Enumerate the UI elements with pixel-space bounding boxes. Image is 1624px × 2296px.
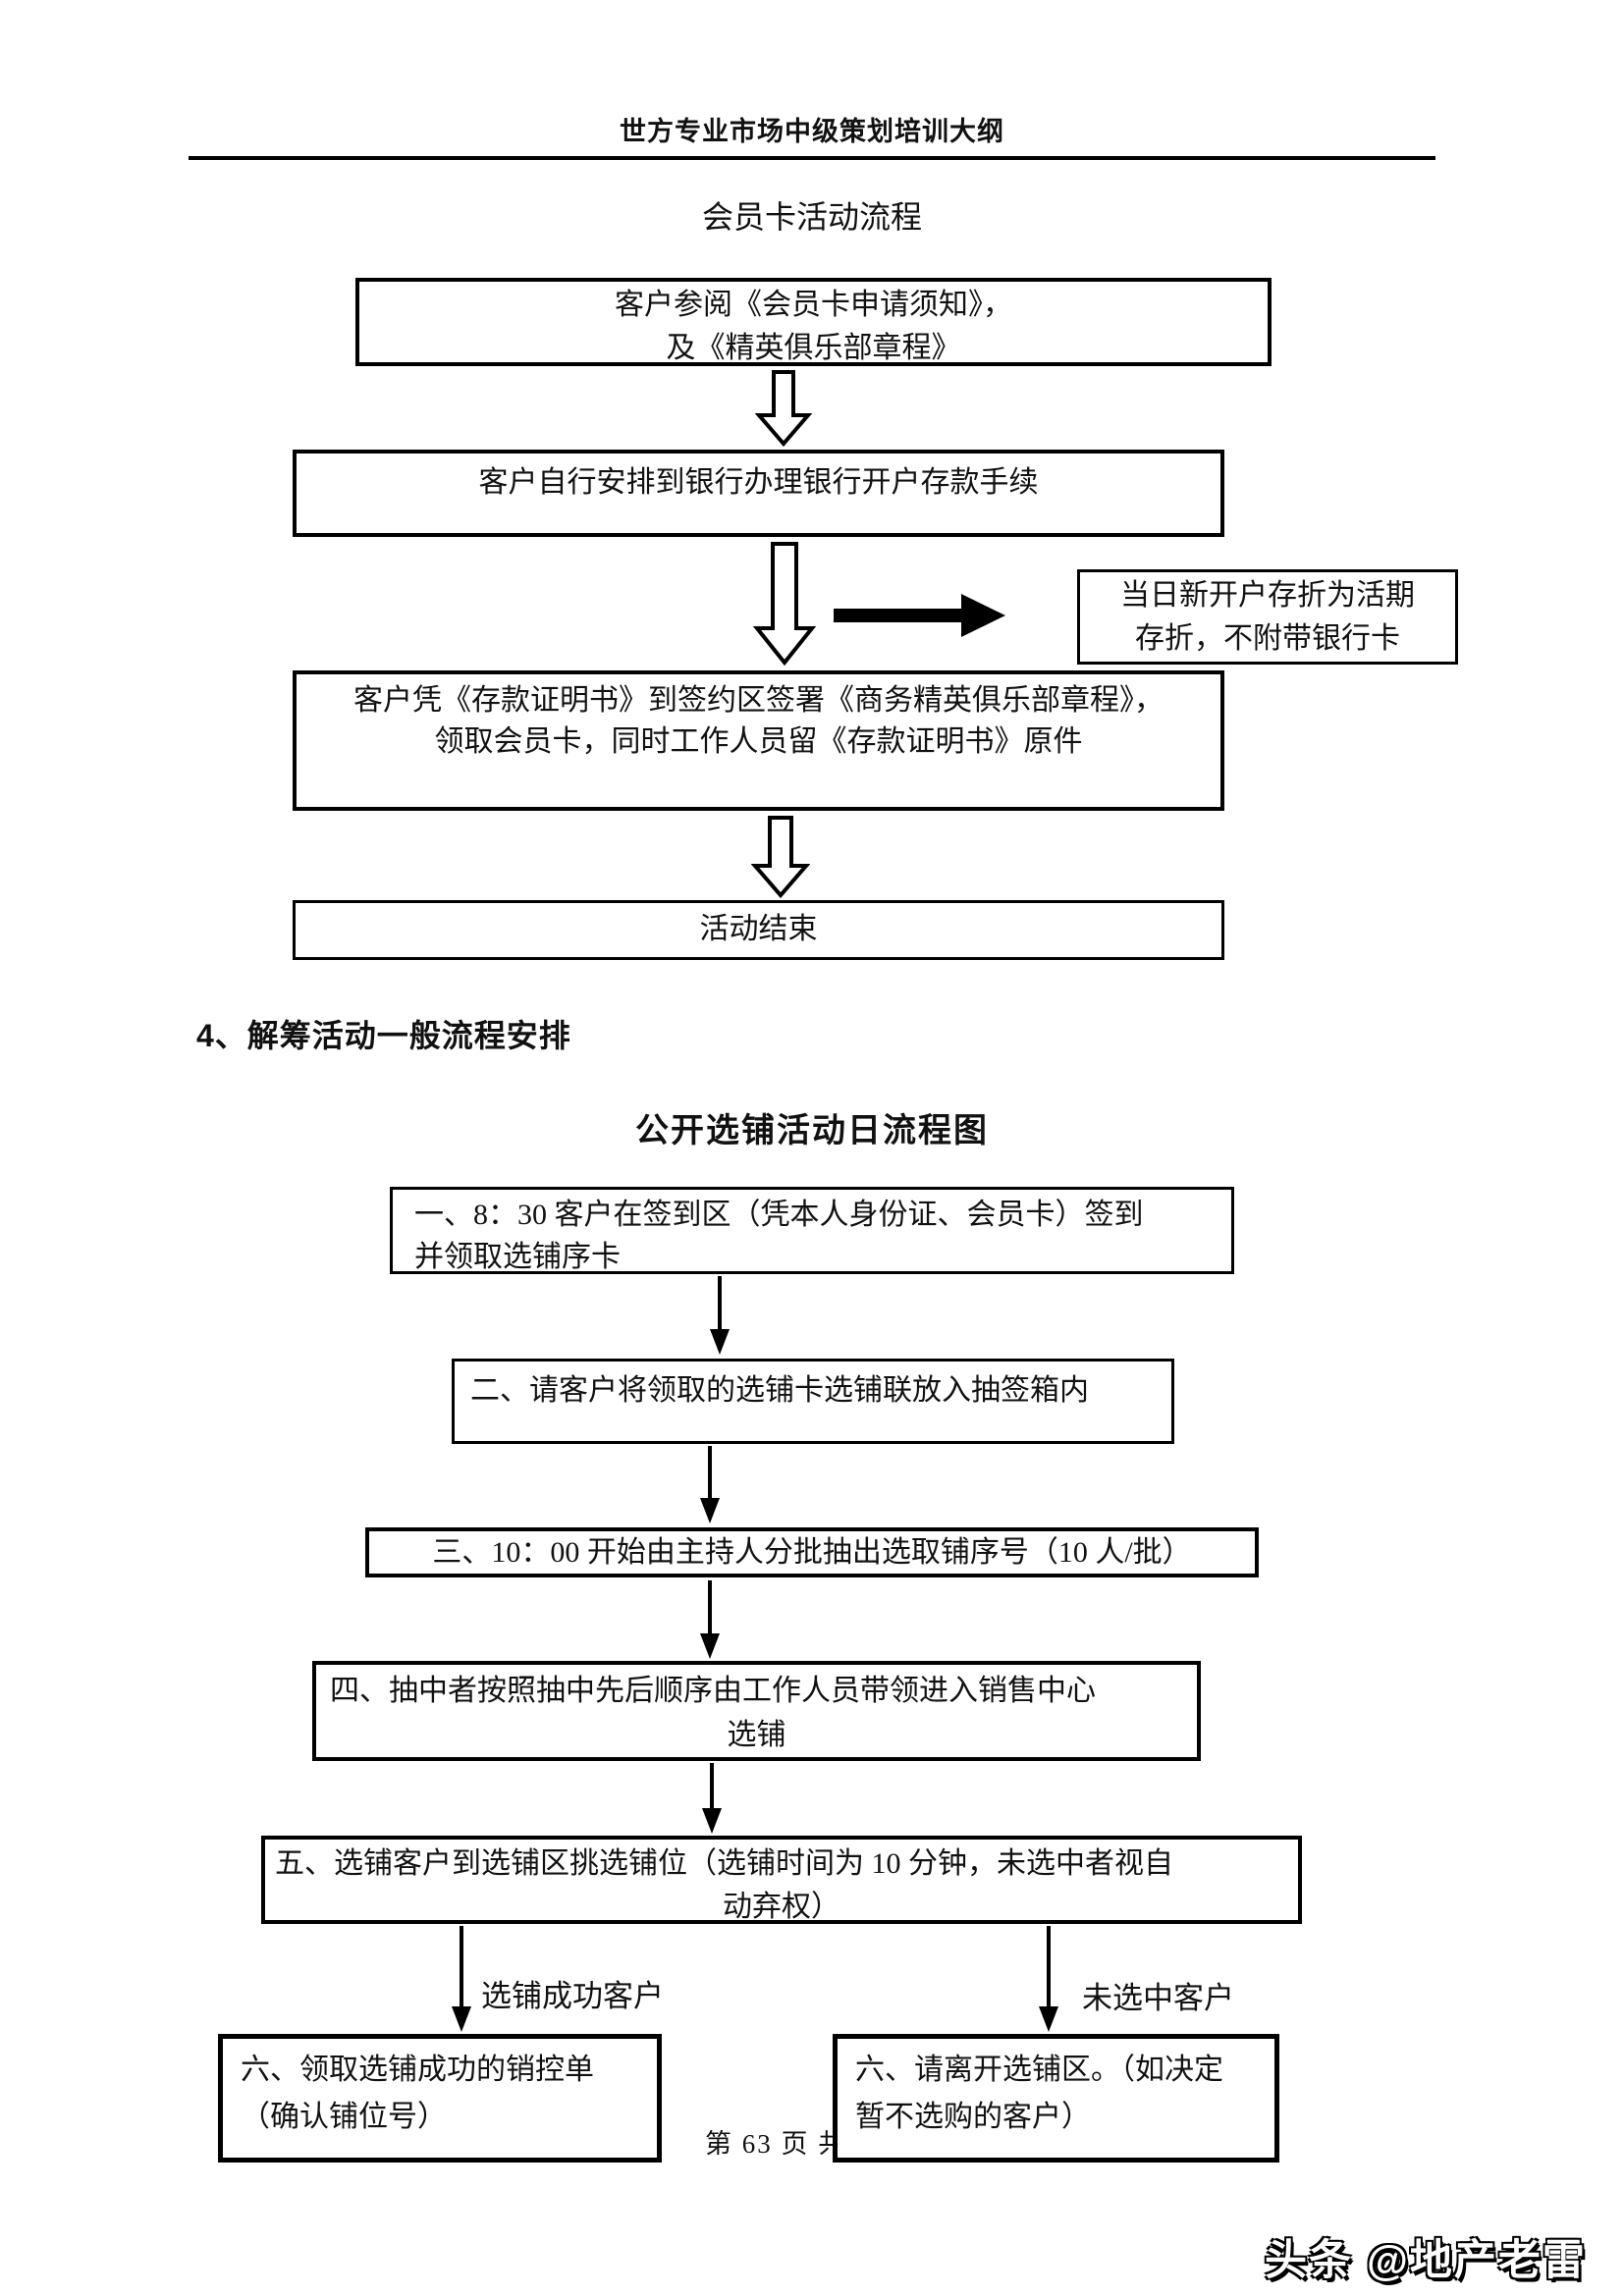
chart1-step2-box: 客户自行安排到银行办理银行开户存款手续 [293, 450, 1224, 537]
chart2-step3-text: 三、10：00 开始由主持人分批抽出选取铺序号（10 人/批） [432, 1536, 1192, 1569]
watermark-text: 头条 @地产老雷 [1265, 2237, 1587, 2284]
chart2-result-left-box: 六、领取选铺成功的销控单 （确认铺位号） [218, 2034, 662, 2163]
chart1-note-line2: 存折，不附带银行卡 [1135, 622, 1400, 655]
chart2-step4-line2: 选铺 [727, 1719, 786, 1751]
thin-down-arrow-icon [1039, 1926, 1058, 2032]
chart2-step5-line2: 动弃权） [723, 1891, 840, 1923]
thin-down-arrow-icon [710, 1276, 730, 1355]
header-rule [189, 156, 1435, 160]
chart1-step3-line2: 领取会员卡，同时工作人员留《存款证明书》原件 [434, 725, 1083, 758]
thin-down-arrow-icon [700, 1580, 720, 1659]
chart2-step1-line2: 并领取选铺序卡 [414, 1241, 621, 1273]
hollow-down-arrow-icon [754, 370, 813, 447]
thin-down-arrow-icon [700, 1446, 720, 1523]
thin-down-arrow-icon [452, 1926, 471, 2032]
hollow-down-arrow-icon [751, 816, 810, 898]
chart2-step5-line1: 五、选铺客户到选铺区挑选铺位（选铺时间为 10 分钟，未选中者视自 [275, 1847, 1173, 1880]
chart2-result-right-line1: 六、请离开选铺区。（如决定 [855, 2054, 1223, 2086]
chart2-result-left-line1: 六、领取选铺成功的销控单 [241, 2054, 594, 2086]
chart1-title: 会员卡活动流程 [701, 199, 922, 235]
chart1-step1-line2: 及《精英俱乐部章程》 [666, 332, 961, 364]
hollow-down-arrow-icon [753, 542, 816, 666]
page-header-title: 世方专业市场中级策划培训大纲 [620, 117, 1004, 146]
chart2-step1-box: 一、8：30 客户在签到区（凭本人身份证、会员卡）签到 并领取选铺序卡 [390, 1187, 1234, 1274]
chart1-end-text: 活动结束 [699, 913, 818, 945]
chart2-step2-text: 二、请客户将领取的选铺卡选铺联放入抽签箱内 [470, 1374, 1089, 1407]
chart2-title: 公开选铺活动日流程图 [635, 1112, 989, 1149]
chart1-step3-box: 客户凭《存款证明书》到签约区签署《商务精英俱乐部章程》， 领取会员卡，同时工作人… [293, 670, 1224, 811]
chart2-step2-box: 二、请客户将领取的选铺卡选铺联放入抽签箱内 [452, 1359, 1174, 1444]
chart2-step3-box: 三、10：00 开始由主持人分批抽出选取铺序号（10 人/批） [365, 1527, 1259, 1577]
chart1-step1-box: 客户参阅《会员卡申请须知》， 及《精英俱乐部章程》 [355, 278, 1272, 366]
chart1-step1-line1: 客户参阅《会员卡申请须知》， [615, 289, 1012, 321]
page-number: 第 63 页 共 [705, 2129, 847, 2159]
chart2-result-left-line2: （确认铺位号） [241, 2101, 447, 2133]
chart1-note-box: 当日新开户存折为活期 存折，不附带银行卡 [1077, 569, 1458, 665]
chart1-note-line1: 当日新开户存折为活期 [1120, 579, 1415, 612]
chart2-step4-box: 四、抽中者按照抽中先后顺序由工作人员带领进入销售中心 选铺 [312, 1661, 1201, 1761]
chart2-result-right-box: 六、请离开选铺区。（如决定 暂不选购的客户） [833, 2034, 1279, 2163]
chart2-step5-box: 五、选铺客户到选铺区挑选铺位（选铺时间为 10 分钟，未选中者视自 动弃权） [261, 1836, 1302, 1924]
branch-label-success: 选铺成功客户 [481, 1979, 664, 2013]
chart1-end-box: 活动结束 [293, 900, 1224, 960]
chart2-result-right-line2: 暂不选购的客户） [855, 2101, 1091, 2133]
chart1-step3-line1: 客户凭《存款证明书》到签约区签署《商务精英俱乐部章程》， [353, 684, 1164, 717]
thin-down-arrow-icon [702, 1763, 722, 1834]
solid-right-arrow-icon [834, 594, 1005, 637]
branch-label-not-selected: 未选中客户 [1082, 1981, 1234, 2015]
chart1-step2-text: 客户自行安排到银行办理银行开户存款手续 [478, 466, 1039, 499]
chart2-step1-line1: 一、8：30 客户在签到区（凭本人身份证、会员卡）签到 [414, 1199, 1144, 1231]
chart2-step4-line1: 四、抽中者按照抽中先后顺序由工作人员带领进入销售中心 [330, 1675, 1096, 1707]
section-heading: 4、解筹活动一般流程安排 [196, 1018, 571, 1053]
